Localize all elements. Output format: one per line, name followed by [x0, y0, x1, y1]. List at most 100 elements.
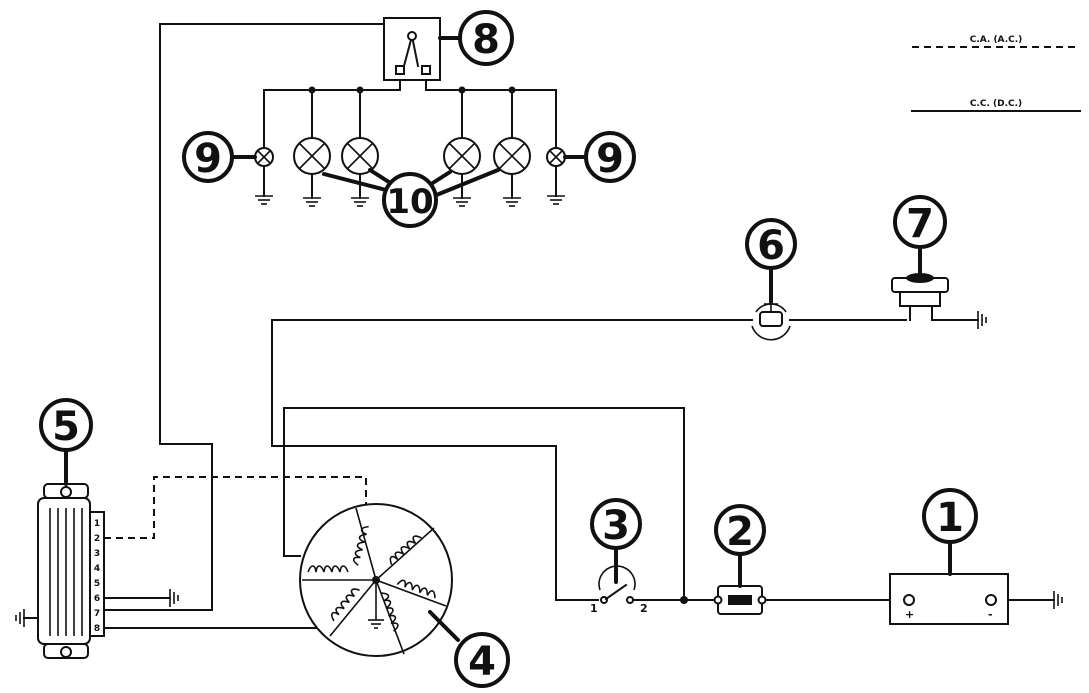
coil-icon — [331, 588, 360, 622]
wire-ac-dashed — [104, 476, 367, 539]
svg-text:5: 5 — [52, 404, 80, 450]
ground-icon — [547, 195, 565, 205]
svg-text:7: 7 — [906, 201, 934, 247]
small-lamp-right — [546, 147, 566, 197]
legend-dc-label: C.C. (D.C.) — [970, 99, 1022, 109]
battery-plus-label: + — [905, 608, 914, 621]
regulator-pin-label: 5 — [94, 579, 100, 589]
light-switch-lever-right — [410, 34, 420, 68]
wires — [103, 23, 1055, 629]
svg-text:8: 8 — [472, 17, 500, 63]
svg-text:9: 9 — [194, 136, 222, 182]
large-lamp-4 — [493, 89, 531, 199]
switch-blade — [604, 583, 628, 601]
callout-9-left: 9 — [182, 131, 234, 183]
light-switch-contact-right — [421, 65, 431, 75]
coil-icon — [396, 579, 436, 599]
fuse — [713, 585, 767, 615]
regulator-pin-label: 6 — [94, 594, 100, 604]
regulator-bottom-hole — [60, 646, 72, 658]
small-lamp-left — [254, 147, 274, 197]
ground-icon — [368, 619, 384, 629]
regulator-top-hole — [60, 486, 72, 498]
junction-dot — [680, 596, 688, 604]
callout-3: 3 — [590, 498, 642, 550]
regulator-pin-label: 7 — [94, 609, 100, 619]
coil-icon — [307, 565, 349, 573]
ignition-switch: 1 2 — [590, 565, 648, 615]
ground-icon — [977, 311, 987, 329]
regulator-pin-label: 8 — [94, 624, 100, 634]
light-switch-body — [383, 17, 441, 81]
svg-text:3: 3 — [602, 503, 630, 549]
legend-ac-label: C.A. (A.C.) — [970, 35, 1023, 45]
light-switch-lever-left — [402, 34, 414, 68]
grounds-lamps — [255, 195, 565, 207]
callout-8: 8 — [458, 10, 514, 66]
grounds-other — [15, 311, 1063, 627]
regulator-terminal-block — [89, 511, 105, 637]
regulator-pin-label: 2 — [94, 534, 100, 544]
callout-leaders — [64, 36, 952, 642]
large-lamp-2 — [341, 89, 379, 199]
ground-icon — [351, 197, 369, 207]
wire-stator-to-junction — [283, 407, 685, 601]
ground-icon — [303, 197, 321, 207]
ground-icon — [15, 609, 25, 627]
ground-icon — [169, 589, 179, 607]
large-lamp-1 — [293, 89, 331, 199]
regulator-pin-label: 1 — [94, 519, 100, 529]
regulator-pin-label: 4 — [94, 564, 100, 574]
lamps — [254, 89, 566, 199]
horn-arc-bottom — [751, 325, 791, 341]
ground-icon — [453, 197, 471, 207]
switch-contact-2 — [626, 596, 634, 604]
switch-pos2-label: 2 — [640, 602, 648, 615]
horn-button-base — [899, 291, 941, 307]
svg-text:4: 4 — [468, 639, 496, 685]
large-lamp-3 — [443, 89, 481, 199]
light-switch-contact-left — [395, 65, 405, 75]
ground-icon — [503, 197, 521, 207]
coil-icon — [352, 525, 369, 566]
wire-regulator-to-light-switch — [103, 23, 397, 611]
horn-button — [891, 273, 949, 321]
battery-terminal-minus — [985, 594, 997, 606]
horn-button-cap — [906, 273, 934, 283]
wire-lights-right — [425, 79, 557, 149]
fuse-element — [728, 595, 752, 605]
svg-text:6: 6 — [757, 223, 785, 269]
ground-icon — [1053, 591, 1063, 609]
fuse-terminal-left — [713, 595, 723, 605]
callout-2: 2 — [714, 504, 766, 556]
legend: C.A. (A.C.) C.C. (D.C.) — [911, 35, 1081, 112]
callout-10: 10 — [382, 172, 438, 228]
light-switch — [263, 17, 557, 149]
battery-minus-label: - — [988, 608, 993, 621]
horn — [751, 300, 791, 341]
callout-7: 7 — [893, 195, 947, 249]
stator — [299, 503, 453, 657]
svg-text:9: 9 — [596, 136, 624, 182]
callout-1: 1 — [922, 488, 978, 544]
fuse-terminal-right — [757, 595, 767, 605]
callout-4: 4 — [454, 632, 510, 688]
callout-6: 6 — [745, 218, 797, 270]
callouts: 1 2 3 4 5 6 7 8 — [39, 10, 978, 688]
svg-text:1: 1 — [936, 495, 964, 541]
battery: + - — [889, 573, 1009, 625]
light-switch-pivot — [407, 31, 417, 41]
regulator-pin-label: 3 — [94, 549, 100, 559]
wire-lights-left — [263, 79, 401, 149]
svg-text:10: 10 — [386, 182, 433, 222]
horn-body — [759, 311, 783, 327]
wire-horn-circuit — [271, 319, 753, 601]
callout-9-right: 9 — [584, 131, 636, 183]
coil-icon — [389, 535, 422, 566]
regulator-pins: 1 2 3 4 5 6 7 8 — [94, 519, 100, 634]
battery-terminal-plus — [903, 594, 915, 606]
switch-pos1-label: 1 — [590, 602, 598, 615]
callout-5: 5 — [39, 398, 93, 452]
svg-text:2: 2 — [726, 509, 754, 555]
